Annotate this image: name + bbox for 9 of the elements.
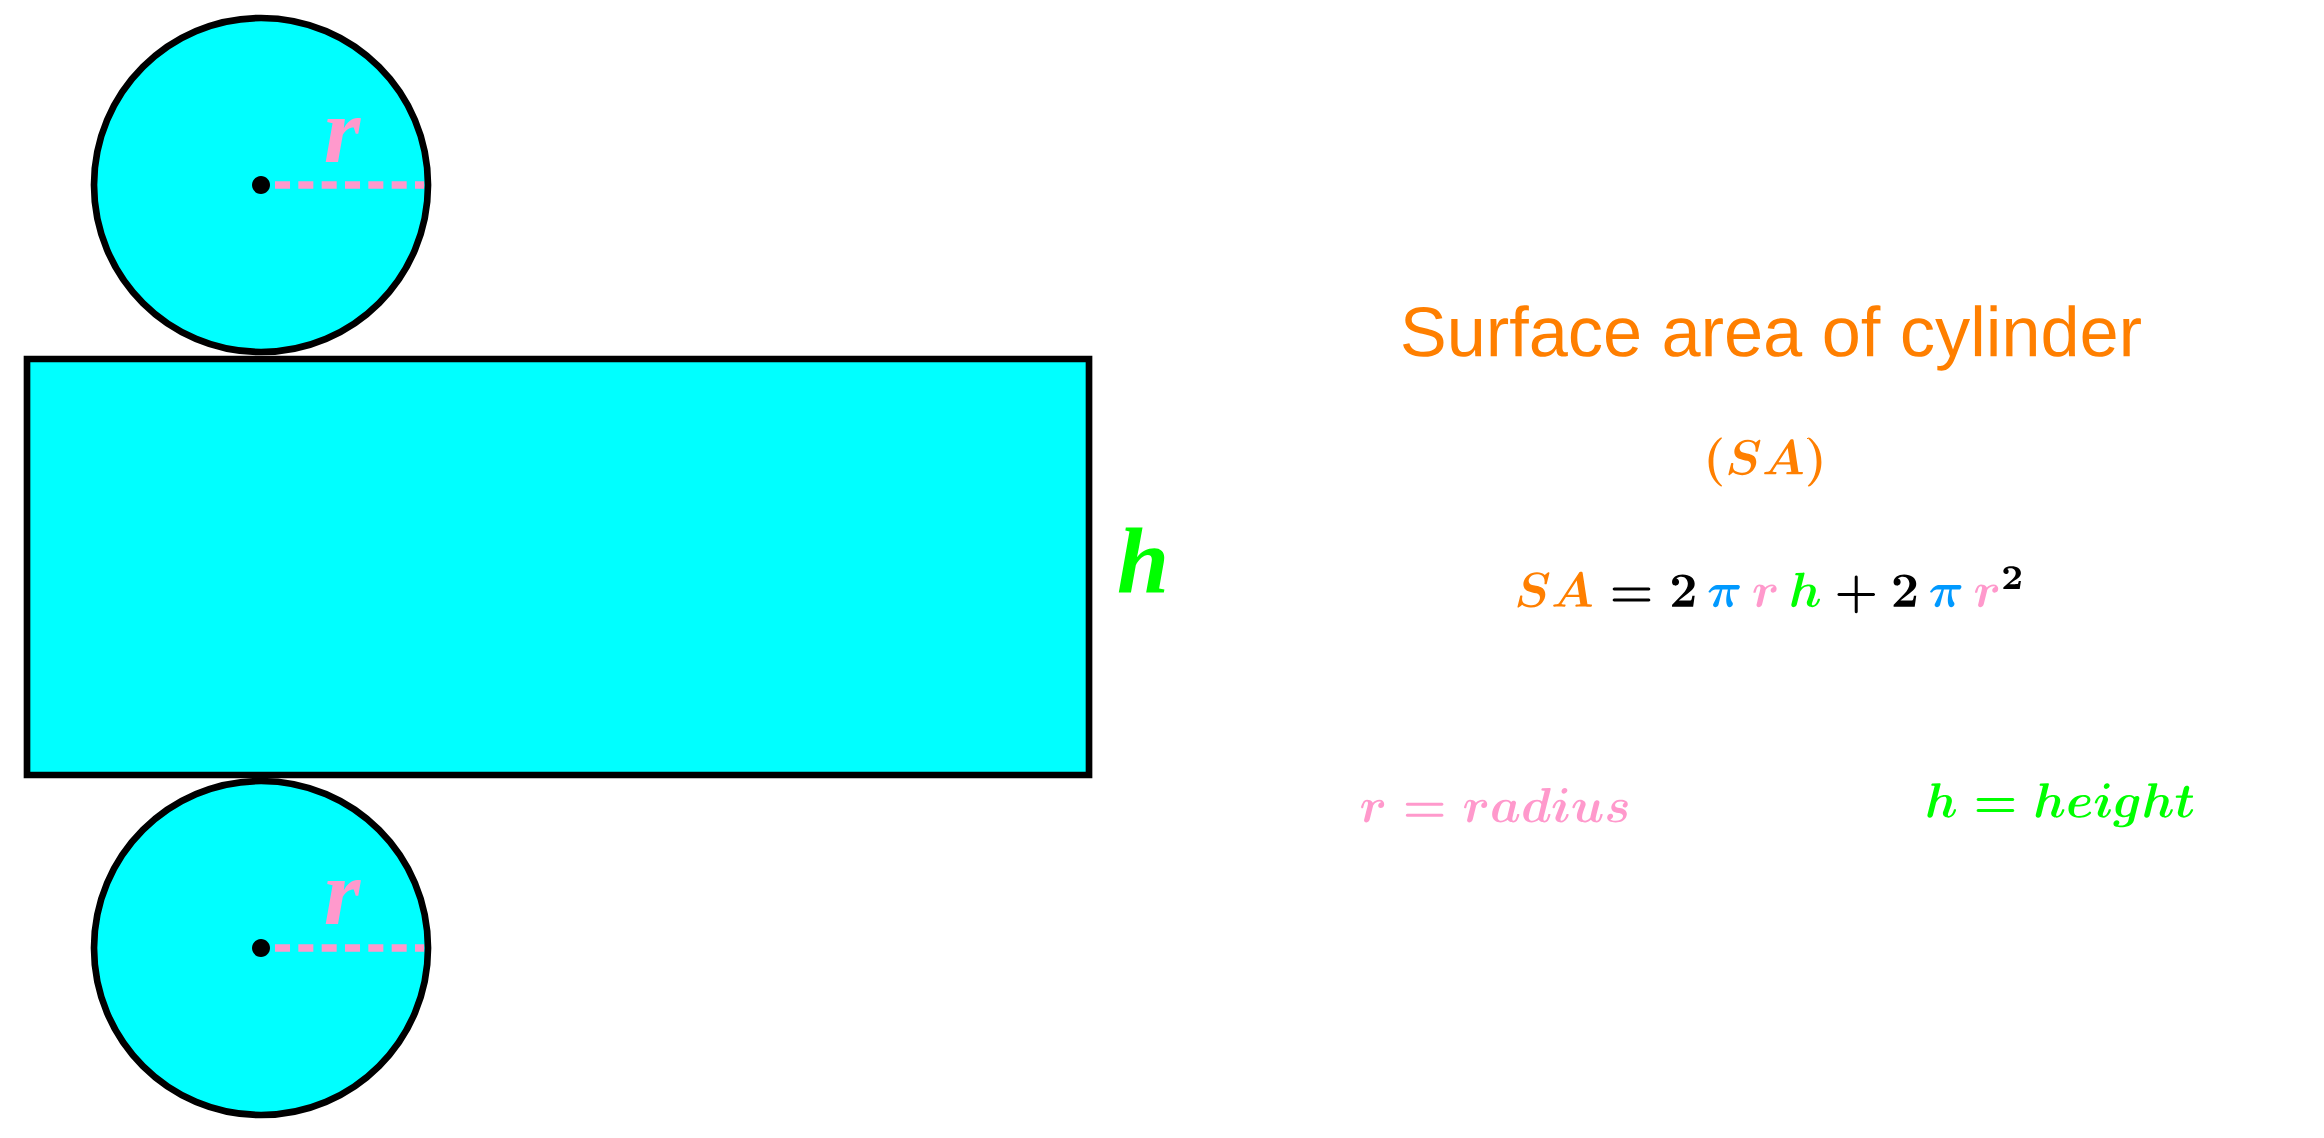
base-circle bbox=[90, 777, 432, 1119]
formula: $\textcolor{saorange}{SA} = 2\,\textcolor{piblue}{\pi}\,\textcolor{rpink}{r}\,\textcolor{hgreen}{h} + 2\,\textcolor{piblue}{\pi}\,\textcolor{rpink}{r}^{2}$ bbox=[1517, 566, 2021, 614]
radius-label: r bbox=[325, 117, 361, 163]
formula: $(SA)$ bbox=[1708, 437, 1822, 487]
legend-formula: $h = height$ bbox=[1927, 783, 2194, 828]
base-circle bbox=[90, 14, 432, 356]
title: Surface area of cylinder bbox=[1403, 305, 2141, 371]
radius-label: r bbox=[325, 879, 361, 925]
legend-formula: $r = radius$ bbox=[1360, 787, 1628, 823]
